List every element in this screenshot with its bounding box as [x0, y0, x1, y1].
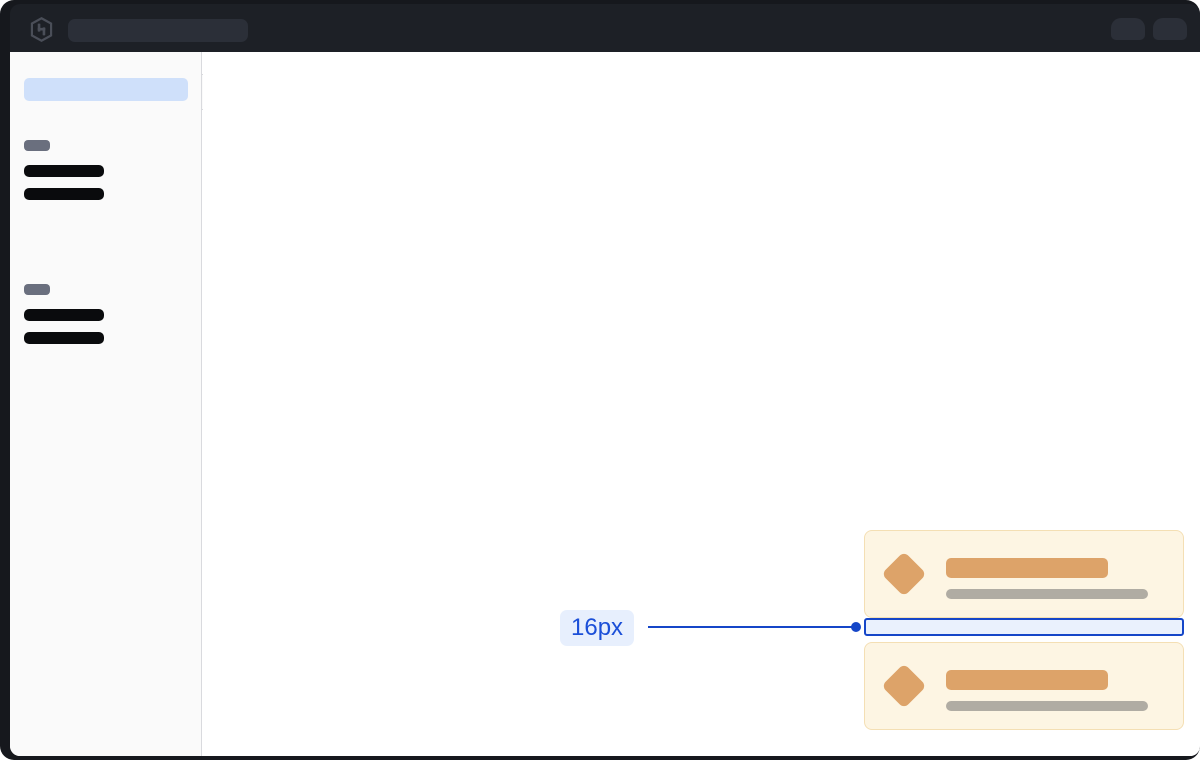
main-canvas: 16px — [203, 52, 1200, 756]
sidebar-group-label — [24, 284, 50, 295]
search-input[interactable] — [68, 19, 248, 42]
diamond-icon — [881, 551, 927, 597]
sidebar-item-active[interactable] — [24, 78, 188, 101]
spacing-highlight-band — [864, 618, 1184, 636]
sidebar-item-4[interactable] — [24, 332, 104, 344]
sidebar-group-1 — [24, 140, 104, 200]
top-header-bar — [10, 4, 1200, 52]
diamond-icon — [881, 663, 927, 709]
hashicorp-hexagon-logo-icon[interactable] — [29, 17, 54, 42]
card-subtitle-skeleton — [946, 589, 1148, 599]
sidebar-group-label — [24, 140, 50, 151]
card-title-skeleton — [946, 670, 1108, 690]
sidebar-group-2 — [24, 284, 104, 344]
sidebar-item-1[interactable] — [24, 165, 104, 177]
inspected-card-bottom[interactable] — [864, 642, 1184, 730]
measurement-leader-line — [648, 626, 858, 628]
measurement-anchor-dot — [851, 622, 861, 632]
avatar[interactable] — [1153, 18, 1187, 40]
sidebar — [10, 52, 202, 756]
card-subtitle-skeleton — [946, 701, 1148, 711]
sidebar-item-2[interactable] — [24, 188, 104, 200]
card-title-skeleton — [946, 558, 1108, 578]
notifications-button[interactable] — [1111, 18, 1145, 40]
inspected-card-top[interactable] — [864, 530, 1184, 618]
body-area: 16px — [10, 52, 1200, 756]
measurement-value-chip: 16px — [560, 610, 635, 646]
sidebar-item-3[interactable] — [24, 309, 104, 321]
